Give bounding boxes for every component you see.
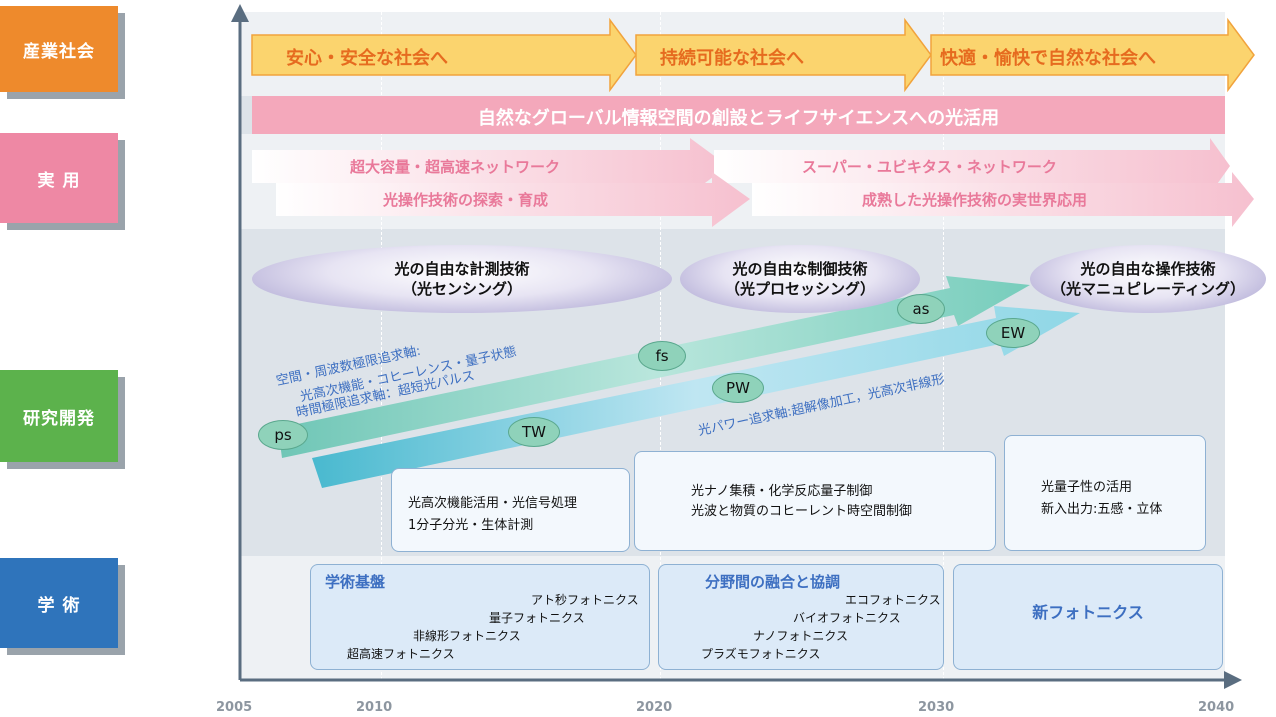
category-academic-label: 学 術 (37, 595, 81, 616)
marker-as: as (897, 294, 945, 324)
marker-ps: ps (258, 420, 308, 450)
rnd-box-2-line2: 光波と物質のコヒーレント時空間制御 (691, 504, 913, 519)
rnd-box-3-line1: 光量子性の活用 (1041, 480, 1133, 495)
academic-box-1-title: 学術基盤 (325, 573, 386, 591)
ellipse-sensing: 光の自由な計測技術 （光センシング） (252, 245, 672, 313)
society-arrow-2-shape (635, 17, 932, 93)
category-practical: 実 用 (0, 133, 118, 223)
academic-box-2-item-4: プラズモフォトニクス (701, 647, 821, 661)
academic-box-1: 学術基盤 アト秒フォトニクス 量子フォトニクス 非線形フォトニクス 超高速フォト… (310, 564, 650, 670)
category-rnd: 研究開発 (0, 370, 118, 462)
category-industry-label: 産業社会 (23, 41, 95, 62)
ellipse-manipulating: 光の自由な操作技術 （光マニュピレーティング） (1030, 245, 1266, 313)
ellipse-manipulating-sub: （光マニュピレーティング） (1050, 280, 1246, 298)
academic-box-1-item-3: 非線形フォトニクス (413, 629, 521, 643)
x-tick-2005: 2005 (216, 700, 253, 715)
ellipse-manipulating-title: 光の自由な操作技術 (1080, 260, 1216, 278)
rnd-box-2-line1: 光ナノ集積・化学反応量子制御 (691, 484, 873, 499)
main-banner: 自然なグローバル情報空間の創設とライフサイエンスへの光活用 (477, 108, 1000, 129)
rnd-box-1-line2: 1分子分光・生体計測 (408, 518, 534, 533)
society-arrow-2: 持続可能な社会へ (660, 48, 804, 69)
academic-box-1-item-4: 超高速フォトニクス (347, 647, 455, 661)
ellipse-processing-sub: （光プロセッシング） (724, 280, 875, 298)
society-arrow-3-shape (930, 17, 1255, 93)
x-axis-arrowhead (1224, 671, 1242, 689)
x-tick-2020: 2020 (636, 700, 673, 715)
practical-arrow-row1-right-shape (714, 138, 1230, 194)
y-axis-arrowhead (231, 4, 249, 22)
x-tick-2010: 2010 (356, 700, 393, 715)
practical-arrow-row2-left: 光操作技術の探索・育成 (383, 191, 549, 209)
practical-arrow-row1-right: スーパー・ユビキタス・ネットワーク (802, 158, 1057, 176)
rnd-box-1-line1: 光高次機能活用・光信号処理 (408, 496, 578, 511)
practical-arrow-row2-right-shape (752, 172, 1254, 227)
rnd-box-3-line2: 新入出力:五感・立体 (1041, 502, 1163, 517)
gridline-2010 (381, 12, 382, 680)
category-industry: 産業社会 (0, 6, 118, 92)
academic-box-2-item-2: バイオフォトニクス (793, 611, 901, 625)
academic-box-1-item-2: 量子フォトニクス (489, 611, 585, 625)
marker-pw: PW (712, 373, 764, 403)
x-tick-2040: 2040 (1198, 700, 1235, 715)
academic-box-2-title: 分野間の融合と協調 (705, 573, 841, 591)
category-rnd-label: 研究開発 (23, 408, 95, 429)
rnd-box-1: 光高次機能活用・光信号処理 1分子分光・生体計測 (391, 468, 630, 552)
ellipse-processing: 光の自由な制御技術 （光プロセッシング） (680, 245, 920, 313)
marker-fs: fs (638, 341, 686, 371)
academic-box-1-item-1: アト秒フォトニクス (531, 593, 639, 607)
society-arrow-3: 快適・愉快で自然な社会へ (940, 48, 1156, 69)
rnd-box-2: 光ナノ集積・化学反応量子制御 光波と物質のコヒーレント時空間制御 (634, 451, 996, 551)
society-arrow-1-shape (251, 17, 637, 93)
practical-arrow-row2-left-shape (276, 172, 750, 227)
academic-box-2-item-3: ナノフォトニクス (753, 629, 849, 643)
society-arrow-1: 安心・安全な社会へ (286, 48, 448, 69)
academic-box-2-item-1: エコフォトニクス (845, 593, 941, 607)
academic-box-3-title: 新フォトニクス (1032, 603, 1144, 622)
rnd-box-3: 光量子性の活用 新入出力:五感・立体 (1004, 435, 1206, 551)
category-practical-label: 実 用 (37, 170, 81, 191)
marker-tw: TW (508, 417, 560, 447)
practical-arrow-row1-left-shape (252, 138, 728, 194)
ellipse-sensing-title: 光の自由な計測技術 (394, 260, 530, 278)
main-banner-shape (252, 96, 1225, 134)
lower-diagonal-arrow-shape (312, 306, 1080, 488)
x-tick-2030: 2030 (918, 700, 955, 715)
academic-box-3: 新フォトニクス (953, 564, 1223, 670)
practical-arrow-row1-left: 超大容量・超高速ネットワーク (350, 158, 561, 176)
marker-ew: EW (986, 318, 1040, 348)
academic-box-2: 分野間の融合と協調 エコフォトニクス バイオフォトニクス ナノフォトニクス プラ… (658, 564, 944, 670)
ellipse-processing-title: 光の自由な制御技術 (732, 260, 868, 278)
category-academic: 学 術 (0, 558, 118, 648)
ellipse-sensing-sub: （光センシング） (401, 280, 522, 298)
practical-arrow-row2-right: 成熟した光操作技術の実世界応用 (862, 191, 1088, 209)
